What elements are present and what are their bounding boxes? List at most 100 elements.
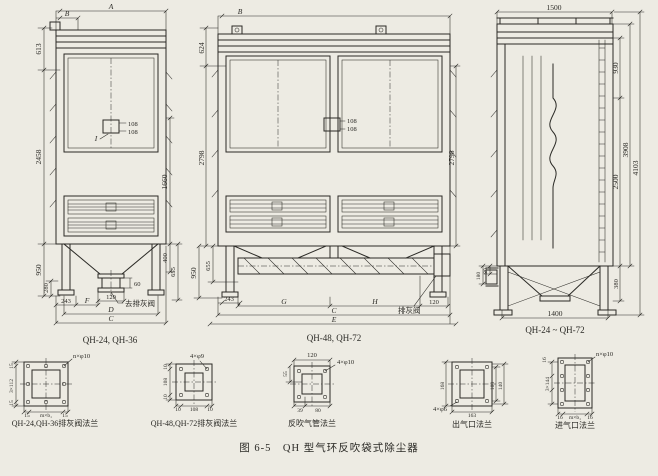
dimension-marks-top <box>55 8 169 31</box>
dim-bolt-holes: 4×φ10 <box>337 359 354 366</box>
structure-lines <box>217 39 451 293</box>
dim-label-A: A <box>108 2 114 11</box>
hatch-marks <box>490 69 498 238</box>
dim-1660: 1660 <box>160 174 169 189</box>
note-ash-valve: 排灰阀 <box>398 305 421 315</box>
louver-panel-left <box>225 195 331 233</box>
dimension-marks-bottom <box>499 309 611 321</box>
dim-2798-left: 2798 <box>197 150 206 165</box>
detail-flange-outlet: 168 108 140 163 4×φ6 出气口法兰 <box>433 358 509 429</box>
dim-3908: 3908 <box>621 142 630 157</box>
dimension-marks-left <box>37 25 61 299</box>
detail-label: QH-24,QH-36排灰阀法兰 <box>12 418 98 428</box>
dim-pitch: m×b₁ <box>40 413 52 419</box>
louver-panel <box>63 195 159 237</box>
dimension-marks <box>547 356 596 417</box>
louver-slot <box>341 215 439 229</box>
dim-label-I: I <box>94 134 98 143</box>
dimension-marks-right <box>612 9 645 318</box>
ladder <box>598 39 606 263</box>
foot-plate <box>597 309 617 316</box>
slot-door <box>271 217 283 227</box>
view-label-qh24-36: QH-24, QH-36 <box>83 335 138 345</box>
dim-280: 280 <box>43 283 50 293</box>
dim-width: 163 <box>468 413 477 419</box>
center-lines <box>554 354 596 412</box>
dimension-marks <box>441 359 509 415</box>
dim-pitch: 108 <box>490 382 496 391</box>
lifting-lug <box>49 21 61 31</box>
foot-plate <box>57 289 75 296</box>
dim-380: 380 <box>613 279 620 289</box>
leader-lines <box>339 120 437 307</box>
dimension-marks-left <box>478 263 498 287</box>
dim-180: 180 <box>476 272 482 281</box>
lifting-lug <box>231 25 243 35</box>
dim-edge: 10 <box>163 394 169 400</box>
dim-108-lower: 108 <box>128 129 138 136</box>
dimension-marks-right <box>165 115 183 303</box>
structure-lines <box>485 17 614 311</box>
outlet-flange <box>539 295 571 302</box>
dim-label-C: C <box>108 314 114 323</box>
lug-hole <box>378 27 384 33</box>
slot-door <box>383 201 395 211</box>
dim-bolt-holes: 4×φ6 <box>433 406 448 413</box>
figure-caption: 图 6-5 QH 型气环反吹袋式除尘器 <box>239 441 418 454</box>
dim-2458: 2458 <box>34 149 43 164</box>
view-label-qh48-72: QH-48, QH-72 <box>307 333 362 343</box>
dim-label-D: D <box>107 305 114 314</box>
detail-label: 出气口法兰 <box>452 419 492 429</box>
top-cap <box>496 23 614 39</box>
detail-flange-inlet: n×φ10 3×144 16 16 m×b₁ 16 进气口法兰 <box>542 351 613 430</box>
dimension-marks <box>285 357 336 409</box>
dim-120: 120 <box>106 294 116 301</box>
dim-offset: 39 <box>297 408 303 414</box>
dimension-marks-bottom <box>53 245 169 326</box>
base-braces <box>507 271 601 307</box>
center-lines <box>172 360 216 404</box>
detail-label: 反吹气管法兰 <box>288 418 336 428</box>
dim-label-B: B <box>65 9 70 18</box>
dim-edge: 15 <box>9 400 15 406</box>
body-outline <box>55 41 167 245</box>
dim-108-upper: 108 <box>128 121 138 128</box>
dim-edge: 15 <box>9 363 15 369</box>
dim-60: 60 <box>134 281 141 288</box>
dim-pitch: 3×144 <box>545 377 551 391</box>
dim-label-G: G <box>281 297 287 306</box>
dim-edge: 16 <box>557 415 563 421</box>
dimension-marks <box>165 360 215 409</box>
dim-655: 655 <box>205 261 212 271</box>
filter-bags <box>522 55 542 241</box>
dim-edge: 15 <box>62 413 68 419</box>
upper-panel-right <box>337 55 443 153</box>
dim-2798-right: 2798 <box>447 150 456 165</box>
bolt-holes <box>560 360 590 406</box>
detail-flange-ash-valve-large: 4×φ9 10 108 10 10 108 10 QH-48,QH-72排灰阀法… <box>151 353 237 428</box>
dimension-marks-top <box>494 9 615 25</box>
detail-label: QH-48,QH-72排灰阀法兰 <box>151 418 237 428</box>
dim-bolt-holes: n×φ10 <box>73 353 90 360</box>
access-door <box>323 117 341 132</box>
detail-flange-blow-pipe: 120 4×φ10 55 39 80 反吹气管法兰 <box>283 352 354 428</box>
dimension-marks-bottom <box>207 245 459 327</box>
dim-pitch: 3×112 <box>9 379 15 393</box>
leader-lines <box>99 122 133 304</box>
bolt-holes <box>26 364 66 404</box>
dim-1400: 1400 <box>548 309 563 318</box>
dim-bolt-holes: n×φ10 <box>596 351 613 358</box>
lug-hole <box>234 27 240 33</box>
dim-613: 613 <box>34 43 43 55</box>
dim-80: 80 <box>483 268 489 274</box>
bolt-holes <box>179 367 209 397</box>
louver-slats <box>229 203 439 225</box>
dim-120: 120 <box>429 299 439 306</box>
dimension-marks-top <box>217 13 453 35</box>
center-lines <box>290 362 334 406</box>
detail-flange-ash-valve-small: n×φ10 15 3×112 15 15 m×b₁ 15 QH-24,QH-36… <box>9 353 98 428</box>
center-lines <box>20 358 72 410</box>
dimension-marks-right <box>449 63 461 249</box>
